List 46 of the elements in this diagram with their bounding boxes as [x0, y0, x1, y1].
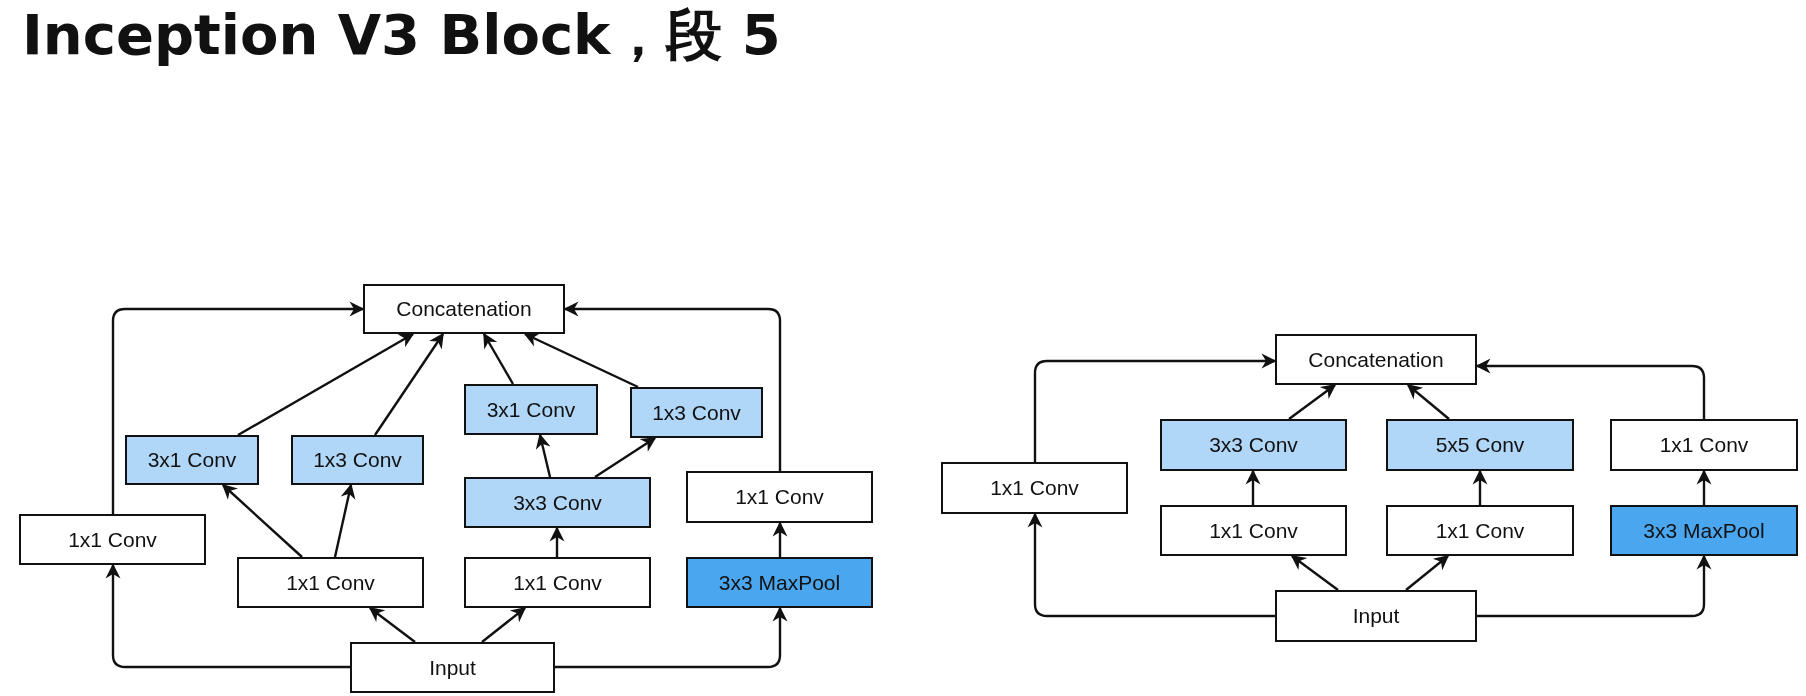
arrow — [523, 332, 639, 389]
layer-box: 1x1 Conv — [1610, 419, 1798, 471]
layer-box: 1x1 Conv — [941, 462, 1128, 514]
arrow — [549, 526, 565, 557]
conv-box: 3x3 Conv — [1160, 419, 1347, 471]
conv-box: 1x3 Conv — [291, 435, 424, 485]
conv-box: 1x3 Conv — [630, 387, 763, 438]
layer-box: 1x1 Conv — [1160, 505, 1347, 556]
arrow — [1472, 469, 1488, 505]
title: Inception V3 Block，段 5 — [22, 1, 781, 69]
arrow — [333, 483, 356, 558]
layer-box: 1x1 Conv — [464, 557, 651, 608]
arrow — [481, 607, 527, 643]
arrow — [482, 332, 515, 385]
arrow — [1477, 554, 1712, 618]
layer-box: Input — [350, 642, 555, 693]
layer-box: 1x1 Conv — [19, 514, 206, 565]
arrow — [772, 521, 788, 557]
arrow — [111, 301, 365, 514]
arrow — [555, 606, 788, 669]
arrow — [374, 332, 444, 436]
conv-box: 3x3 Conv — [464, 477, 651, 528]
arrow — [1027, 512, 1275, 618]
pooling-box: 3x3 MaxPool — [1610, 505, 1798, 556]
arrow — [368, 607, 416, 643]
arrow — [1245, 469, 1261, 505]
layer-box: Input — [1275, 590, 1477, 642]
arrow — [221, 484, 303, 558]
layer-box: 1x1 Conv — [686, 471, 873, 523]
arrow — [1405, 555, 1450, 591]
arrow — [1696, 469, 1712, 505]
arrow — [237, 332, 415, 437]
pooling-box: 3x3 MaxPool — [686, 557, 873, 608]
arrow — [535, 433, 552, 478]
layer-box: Concatenation — [363, 284, 565, 334]
layer-box: 1x1 Conv — [237, 557, 424, 608]
arrow — [1406, 384, 1450, 420]
arrow — [105, 563, 350, 669]
conv-box: 3x1 Conv — [464, 384, 598, 435]
layer-box: 1x1 Conv — [1386, 505, 1574, 556]
arrow — [1033, 353, 1277, 462]
arrow — [594, 437, 657, 478]
arrow — [1288, 384, 1337, 420]
conv-box: 3x1 Conv — [125, 435, 259, 485]
layer-box: Concatenation — [1275, 334, 1477, 385]
conv-box: 5x5 Conv — [1386, 419, 1574, 471]
